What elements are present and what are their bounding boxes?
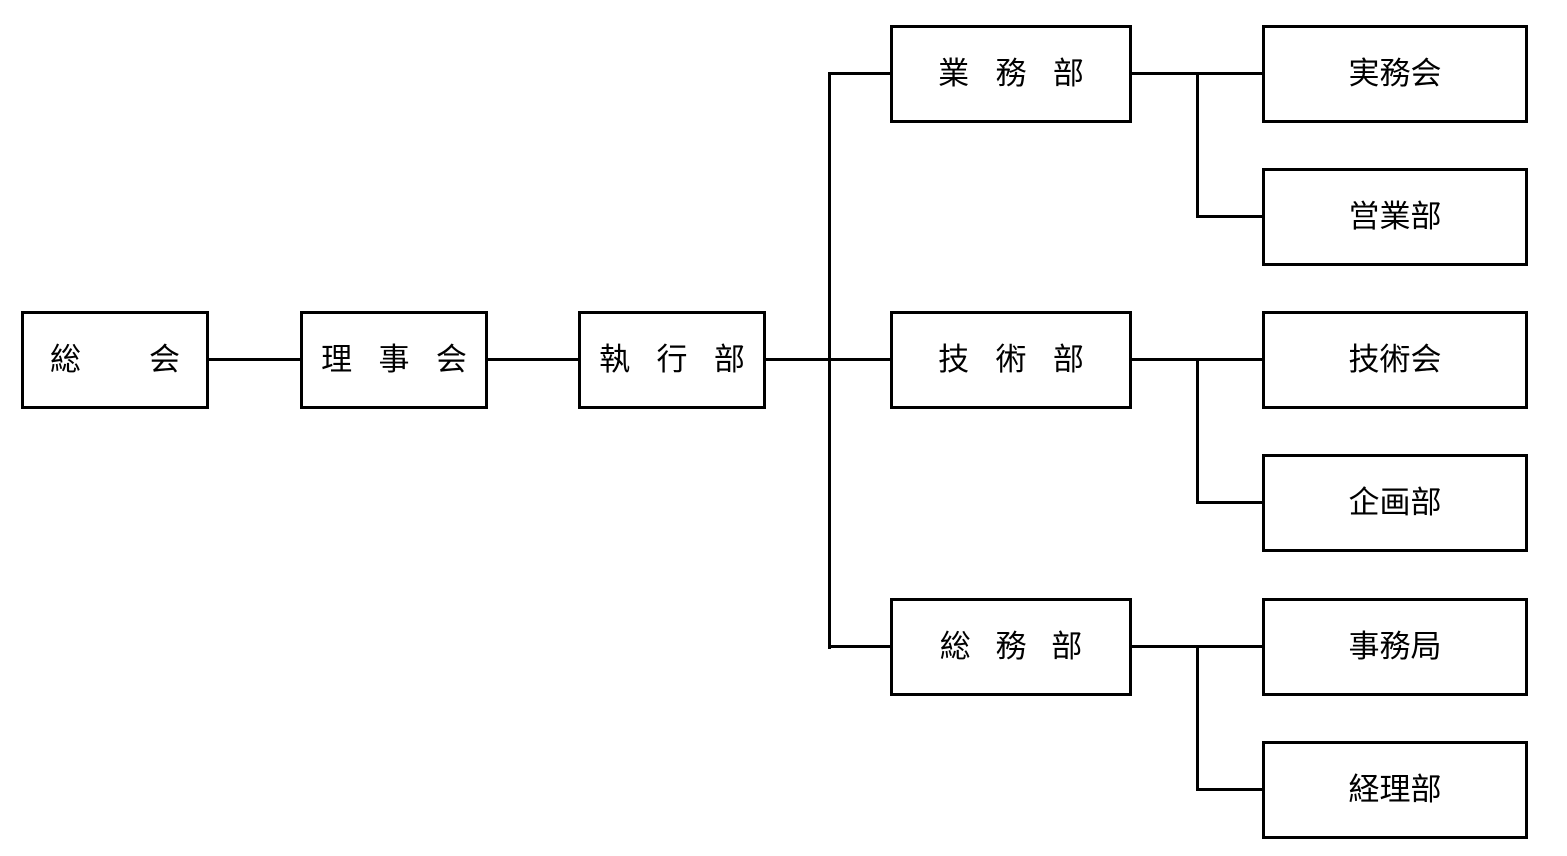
node-sales-department: 営業部 xyxy=(1262,168,1528,266)
node-sales-department-label: 営業部 xyxy=(1348,198,1442,235)
node-technical-department-label: 技術部 xyxy=(938,341,1111,378)
connector-business-sub-vertical xyxy=(1196,72,1199,218)
connector-trunk-business xyxy=(828,72,892,75)
node-general-assembly: 総 会 xyxy=(21,311,209,409)
node-board-label: 理事会 xyxy=(321,341,494,378)
node-general-affairs-department-label: 総務部 xyxy=(939,628,1108,665)
connector-board-executive xyxy=(487,358,580,361)
node-technical-committee-label: 技術会 xyxy=(1348,341,1442,378)
node-accounting-department: 経理部 xyxy=(1262,741,1528,839)
connector-trunk-general-affairs xyxy=(828,645,892,648)
connector-general-affairs-accounting xyxy=(1196,788,1264,791)
node-board: 理事会 xyxy=(300,311,488,409)
node-practical-committee-label: 実務会 xyxy=(1348,55,1442,92)
connector-technical-planning xyxy=(1196,501,1264,504)
connector-technical-sub-vertical xyxy=(1196,358,1199,504)
node-secretariat: 事務局 xyxy=(1262,598,1528,696)
node-business-department-label: 業務部 xyxy=(938,55,1111,92)
connector-assembly-board xyxy=(208,358,302,361)
node-business-department: 業務部 xyxy=(890,25,1132,123)
node-secretariat-label: 事務局 xyxy=(1348,628,1442,665)
node-accounting-department-label: 経理部 xyxy=(1348,771,1442,808)
node-practical-committee: 実務会 xyxy=(1262,25,1528,123)
node-planning-department: 企画部 xyxy=(1262,454,1528,552)
connector-executive-trunk-vertical xyxy=(828,72,831,649)
node-executive: 執行部 xyxy=(578,311,766,409)
node-executive-label: 執行部 xyxy=(599,341,772,378)
node-general-assembly-label-left: 総 xyxy=(50,341,81,378)
connector-business-sales xyxy=(1196,215,1264,218)
connector-general-affairs-sub-vertical xyxy=(1196,645,1199,791)
node-general-assembly-label-right: 会 xyxy=(149,341,180,378)
node-technical-committee: 技術会 xyxy=(1262,311,1528,409)
node-general-affairs-department: 総務部 xyxy=(890,598,1132,696)
node-planning-department-label: 企画部 xyxy=(1348,484,1442,521)
node-technical-department: 技術部 xyxy=(890,311,1132,409)
